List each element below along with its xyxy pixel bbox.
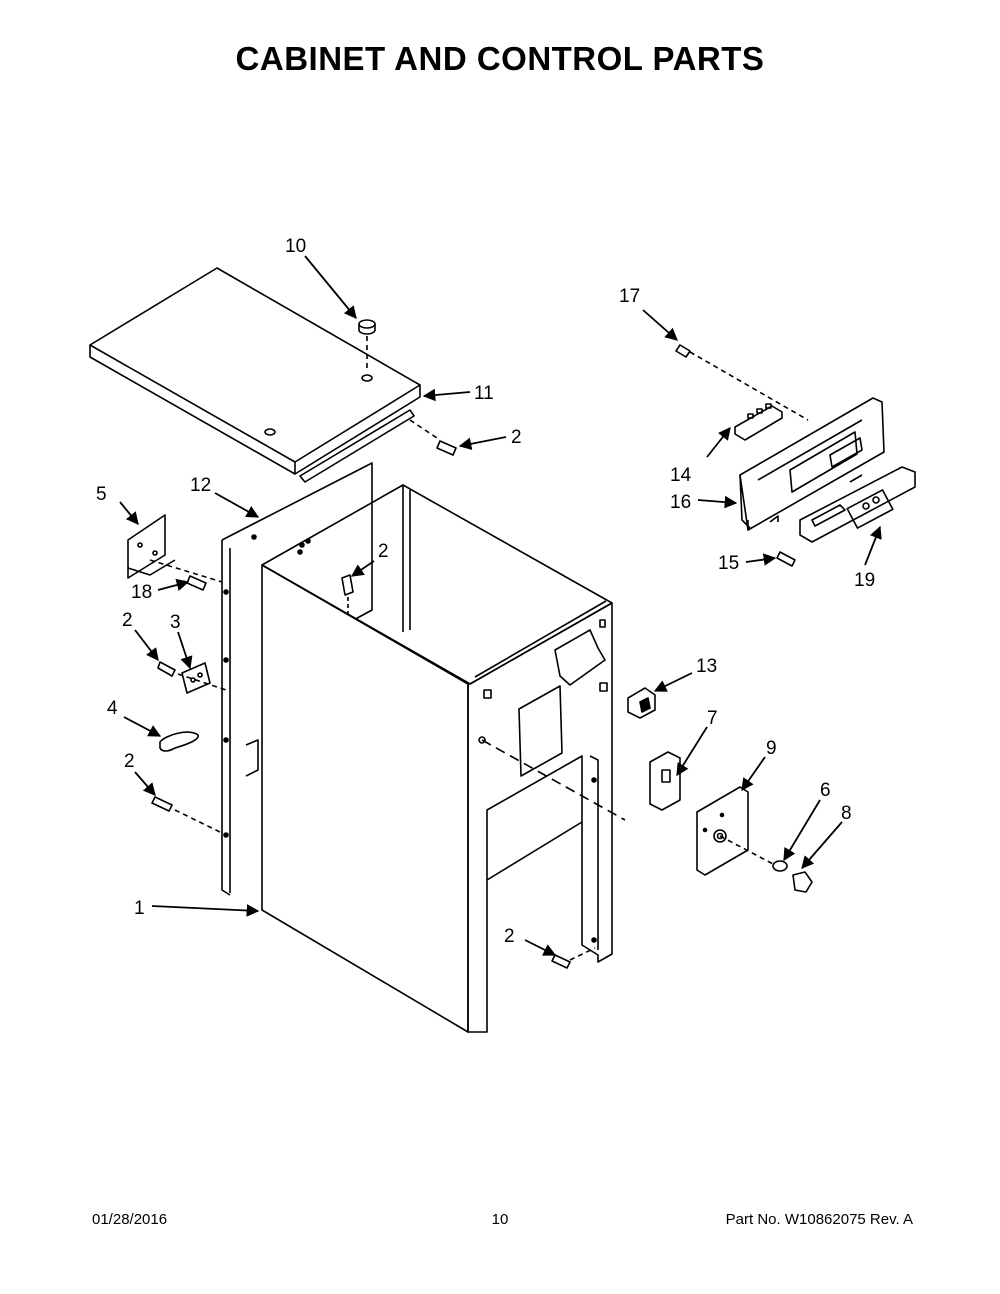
cabinet-body <box>261 484 613 1033</box>
callout-7: 7 <box>707 708 718 729</box>
callout-6: 6 <box>820 780 831 801</box>
plug-button <box>358 319 376 372</box>
footer-part-number: Part No. W10862075 Rev. A <box>725 1211 913 1228</box>
screw-15 <box>776 551 796 567</box>
screw-2-bottom-right <box>551 947 596 969</box>
callout-15: 15 <box>718 553 739 574</box>
part-8-knob <box>792 871 813 893</box>
callout-8: 8 <box>841 803 852 824</box>
footer-date: 01/28/2016 <box>92 1211 168 1228</box>
wire-hook <box>159 731 199 752</box>
screw-2-lower-left <box>151 796 223 834</box>
screw-2-top <box>341 574 354 615</box>
callout-10: 10 <box>285 236 306 257</box>
part-6-nut <box>772 860 788 872</box>
callout-2: 2 <box>511 427 522 448</box>
callout-11: 11 <box>474 383 494 404</box>
callout-1: 1 <box>134 898 145 919</box>
callout-5: 5 <box>96 484 107 505</box>
callout-2: 2 <box>504 926 515 947</box>
callout-12: 12 <box>190 475 211 496</box>
callout-18: 18 <box>131 582 152 603</box>
control-console <box>739 397 885 531</box>
page-title: CABINET AND CONTROL PARTS <box>235 40 765 77</box>
callout-leaders <box>119 255 882 956</box>
hinge-bracket <box>127 514 223 583</box>
callout-17: 17 <box>619 286 640 307</box>
part-7-switch <box>481 739 681 821</box>
callout-9: 9 <box>766 738 777 759</box>
screw-18 <box>186 575 207 591</box>
part-3-plate <box>157 661 227 694</box>
part-9-plate <box>696 786 776 876</box>
callout-labels: 10 11 2 17 14 16 15 19 5 12 18 2 2 3 4 2… <box>96 236 875 947</box>
part-13-clip <box>627 687 656 719</box>
callout-19: 19 <box>854 570 875 591</box>
console-overlay <box>799 466 916 543</box>
screw-2-top-panel <box>409 419 457 456</box>
callout-14: 14 <box>670 465 692 486</box>
screw-17 <box>675 344 691 358</box>
top-panel <box>89 267 421 483</box>
callout-4: 4 <box>107 698 118 719</box>
callout-16: 16 <box>670 492 691 513</box>
callout-2: 2 <box>124 751 135 772</box>
callout-2: 2 <box>378 541 389 562</box>
callout-2: 2 <box>122 610 133 631</box>
callout-13: 13 <box>696 656 717 677</box>
switch-bracket <box>689 351 809 441</box>
callout-3: 3 <box>170 612 181 633</box>
footer-page-number: 10 <box>491 1211 509 1228</box>
